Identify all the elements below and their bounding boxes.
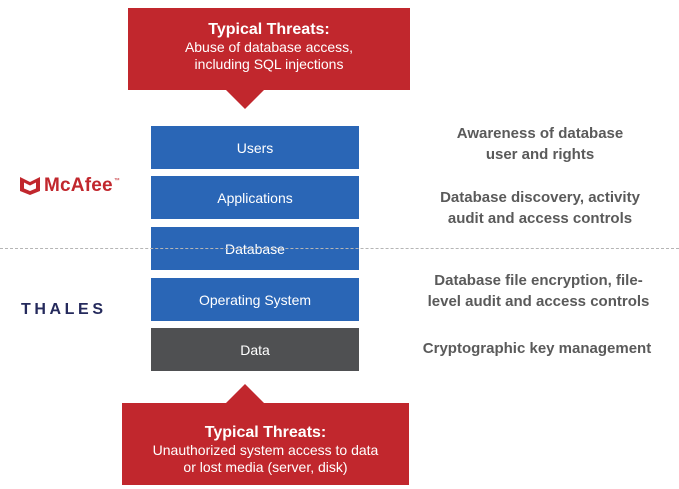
description-applications-line2: audit and access controls [447,210,633,227]
thales-logo: THALES [21,301,107,318]
threat-desc-top-line1: Abuse of database access, [184,39,354,55]
description-users-line2: user and rights [485,146,595,163]
threat-callout-top: Typical Threats: Abuse of database acces… [128,8,410,90]
mcafee-logo: McAfee ™ [20,175,120,197]
divider-line [0,248,679,249]
mcafee-logo-trademark: ™ [113,178,120,184]
mcafee-logo-text: McAfee [44,175,113,196]
description-applications: Database discovery, activity audit and a… [400,187,679,229]
arrow-down-icon [225,89,265,109]
threat-desc-top-line2: including SQL injections [194,56,344,72]
threat-title-bottom: Typical Threats: [204,424,327,441]
mcafee-shield-m-icon [20,177,40,195]
threat-title-top: Typical Threats: [208,21,330,38]
layer-data: Data [151,328,359,371]
description-users-line1: Awareness of database [456,125,624,142]
description-users: Awareness of database user and rights [400,123,679,165]
description-operating-system: Database file encryption, file- level au… [398,270,679,312]
description-applications-line1: Database discovery, activity [440,189,640,206]
layer-users: Users [151,126,359,169]
threat-desc-bottom-line2: or lost media (server, disk) [183,459,348,475]
threat-callout-bottom: Typical Threats: Unauthorized system acc… [122,403,409,485]
description-data-line1: Cryptographic key management [422,340,652,357]
threat-desc-bottom-line1: Unauthorized system access to data [152,442,379,458]
layer-applications: Applications [151,176,359,219]
description-os-line1: Database file encryption, file- [434,272,643,289]
arrow-up-icon [225,384,265,404]
description-data: Cryptographic key management [395,338,679,359]
layer-operating-system: Operating System [151,278,359,321]
description-os-line2: level audit and access controls [427,293,650,310]
